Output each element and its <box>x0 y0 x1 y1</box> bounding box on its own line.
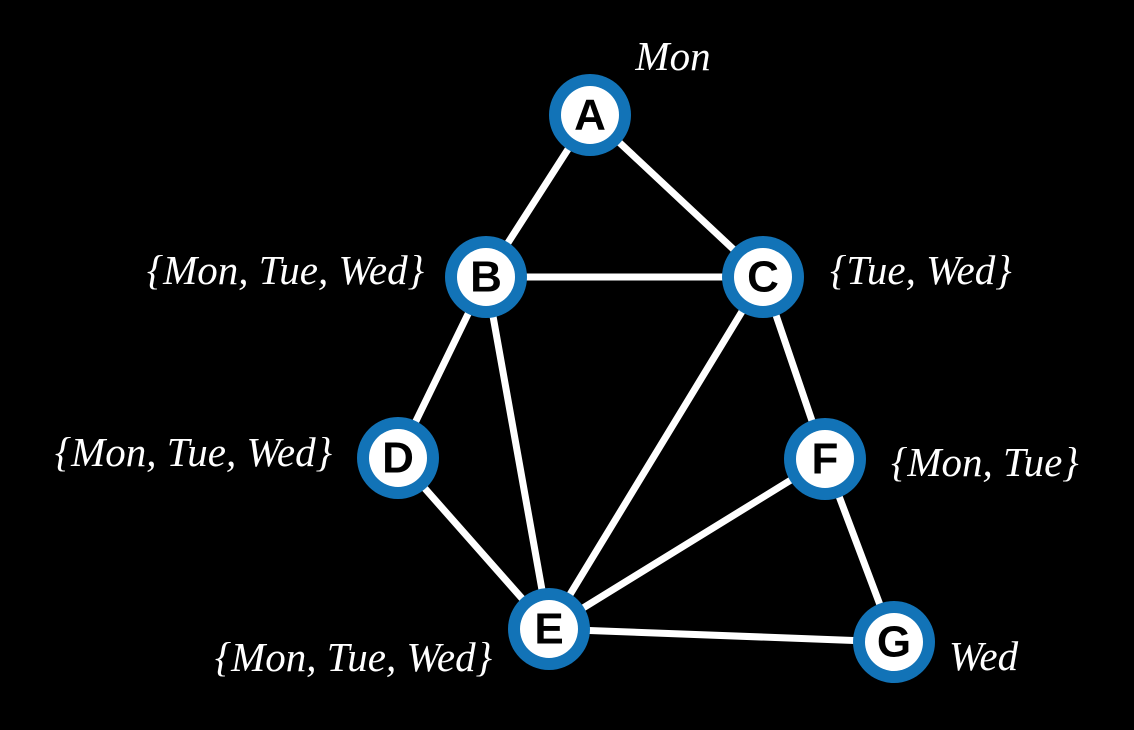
node-F-body <box>796 430 854 488</box>
edge-layer <box>394 111 898 646</box>
node-F: F <box>784 418 866 500</box>
node-G-letter: G <box>877 618 911 667</box>
node-A-domain-label: Mon <box>634 33 710 79</box>
node-E-letter: E <box>534 605 563 654</box>
node-F-domain-label: {Mon, Tue} <box>891 439 1079 485</box>
node-A-letter: A <box>574 91 606 140</box>
node-D-body <box>369 429 427 487</box>
edge-E-G <box>545 625 898 646</box>
edge-B-E <box>482 273 553 633</box>
edge-C-E <box>545 273 767 633</box>
node-A-body <box>561 86 619 144</box>
node-F-letter: F <box>812 435 839 484</box>
node-B-letter: B <box>470 253 502 302</box>
node-E-body <box>520 600 578 658</box>
node-B-body <box>457 248 515 306</box>
node-D-letter: D <box>382 434 414 483</box>
node-E: E <box>508 588 590 670</box>
node-C-domain-label: {Tue, Wed} <box>830 247 1012 293</box>
node-G: G <box>853 601 935 683</box>
node-B: B <box>445 236 527 318</box>
node-layer: A B C D E F G <box>357 74 935 683</box>
edge-E-F <box>545 455 829 633</box>
node-C: C <box>722 236 804 318</box>
label-layer: Mon {Mon, Tue, Wed} {Tue, Wed} {Mon, Tue, W… <box>55 33 1080 680</box>
node-A: A <box>549 74 631 156</box>
node-C-body <box>734 248 792 306</box>
node-D-domain-label: {Mon, Tue, Wed} <box>55 429 333 475</box>
node-G-domain-label: Wed <box>949 633 1019 679</box>
node-D: D <box>357 417 439 499</box>
node-G-body <box>865 613 923 671</box>
node-C-letter: C <box>747 253 779 302</box>
node-B-domain-label: {Mon, Tue, Wed} <box>147 247 425 293</box>
node-E-domain-label: {Mon, Tue, Wed} <box>215 634 493 680</box>
